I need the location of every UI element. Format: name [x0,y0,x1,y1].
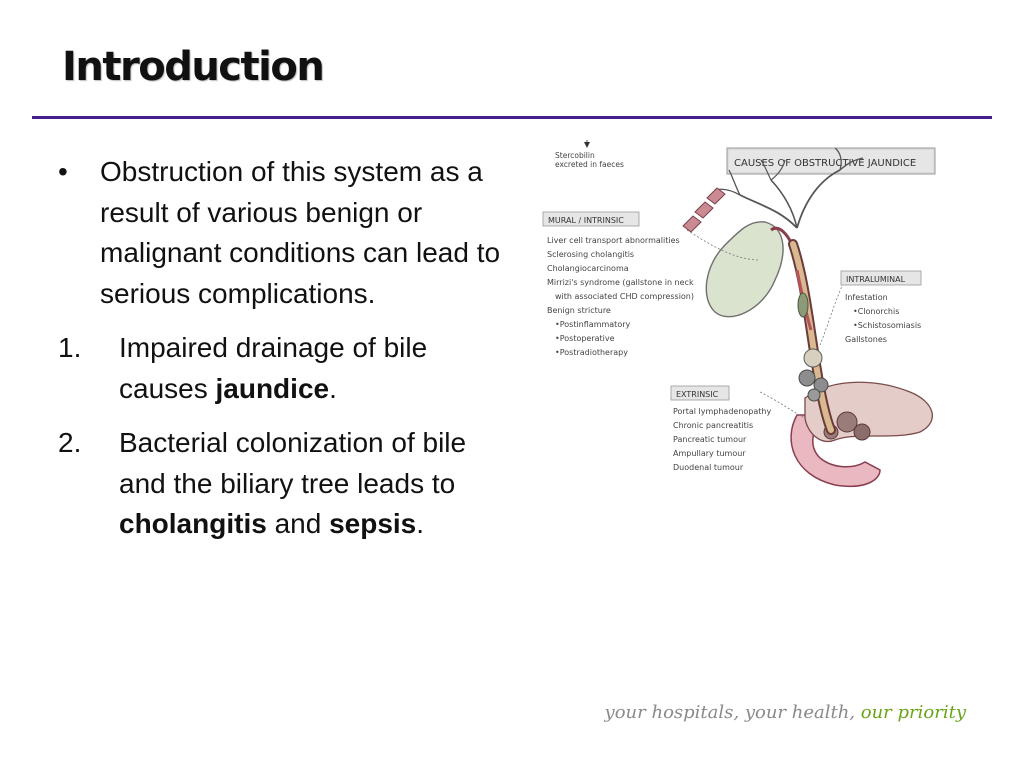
svg-text:with associated CHD compressio: with associated CHD compression) [555,292,694,301]
svg-text:Mirrizi's syndrome (gallstone: Mirrizi's syndrome (gallstone in neck [547,278,694,287]
title-divider [32,116,992,119]
causes-title: CAUSES OF OBSTRUCTIVE JAUNDICE [734,158,916,169]
svg-text:Benign stricture: Benign stricture [547,306,611,315]
extrinsic-heading: EXTRINSIC [676,390,719,399]
svg-text:Liver cell transport abnormali: Liver cell transport abnormalities [547,236,680,245]
item-number: 1. [58,332,82,363]
svg-text:Gallstones: Gallstones [845,335,887,344]
stercobilin-label: Stercobilin [555,151,595,160]
footer-tagline: your hospitals, your health, our priorit… [605,702,966,723]
bullet-text: Obstruction of this system as a result o… [100,156,501,309]
svg-text:Duodenal tumour: Duodenal tumour [673,463,744,472]
svg-text:Chronic pancreatitis: Chronic pancreatitis [673,421,753,430]
svg-text:Ampullary tumour: Ampullary tumour [673,449,746,458]
biliary-tree-illustration: Stercobilin excreted in faeces CAUSES OF… [542,140,936,487]
bullet-point: • Obstruction of this system as a result… [58,152,508,314]
svg-text:•Clonorchis: •Clonorchis [853,307,899,316]
item-text: Bacterial colonization of bile and the b… [119,427,467,539]
item-number: 2. [58,427,82,458]
svg-text:•Schistosomiasis: •Schistosomiasis [853,321,921,330]
svg-text:Sclerosing cholangitis: Sclerosing cholangitis [547,250,634,259]
svg-text:Infestation: Infestation [845,293,888,302]
numbered-item-2: 2. Bacterial colonization of bile and th… [58,423,508,545]
numbered-item-1: 1. Impaired drainage of bile causes jaun… [58,328,508,409]
mural-heading: MURAL / INTRINSIC [548,216,624,225]
emphasis-jaundice: jaundice [215,372,330,404]
emphasis-sepsis: sepsis [329,508,417,539]
bullet-marker: • [58,156,68,187]
slide-title: Introduction [62,44,325,90]
svg-text:Pancreatic tumour: Pancreatic tumour [673,435,747,444]
tagline-accent: our priority [860,702,966,723]
svg-text:•Postoperative: •Postoperative [555,334,615,343]
intraluminal-heading: INTRALUMINAL [846,275,906,284]
svg-text:•Postinflammatory: •Postinflammatory [555,320,631,329]
svg-text:•Postradiotherapy: •Postradiotherapy [555,348,628,357]
tagline-main: your hospitals, your health, [604,702,861,723]
obstructive-jaundice-diagram: Stercobilin excreted in faeces CAUSES OF… [535,140,955,505]
stercobilin-label: excreted in faeces [555,160,624,169]
slide-body: • Obstruction of this system as a result… [58,152,508,545]
item-text: Impaired drainage of bile causes jaundic… [119,332,428,404]
emphasis-cholangitis: cholangitis [119,508,267,539]
svg-text:Portal lymphadenopathy: Portal lymphadenopathy [673,407,771,416]
svg-text:Cholangiocarcinoma: Cholangiocarcinoma [547,264,629,273]
